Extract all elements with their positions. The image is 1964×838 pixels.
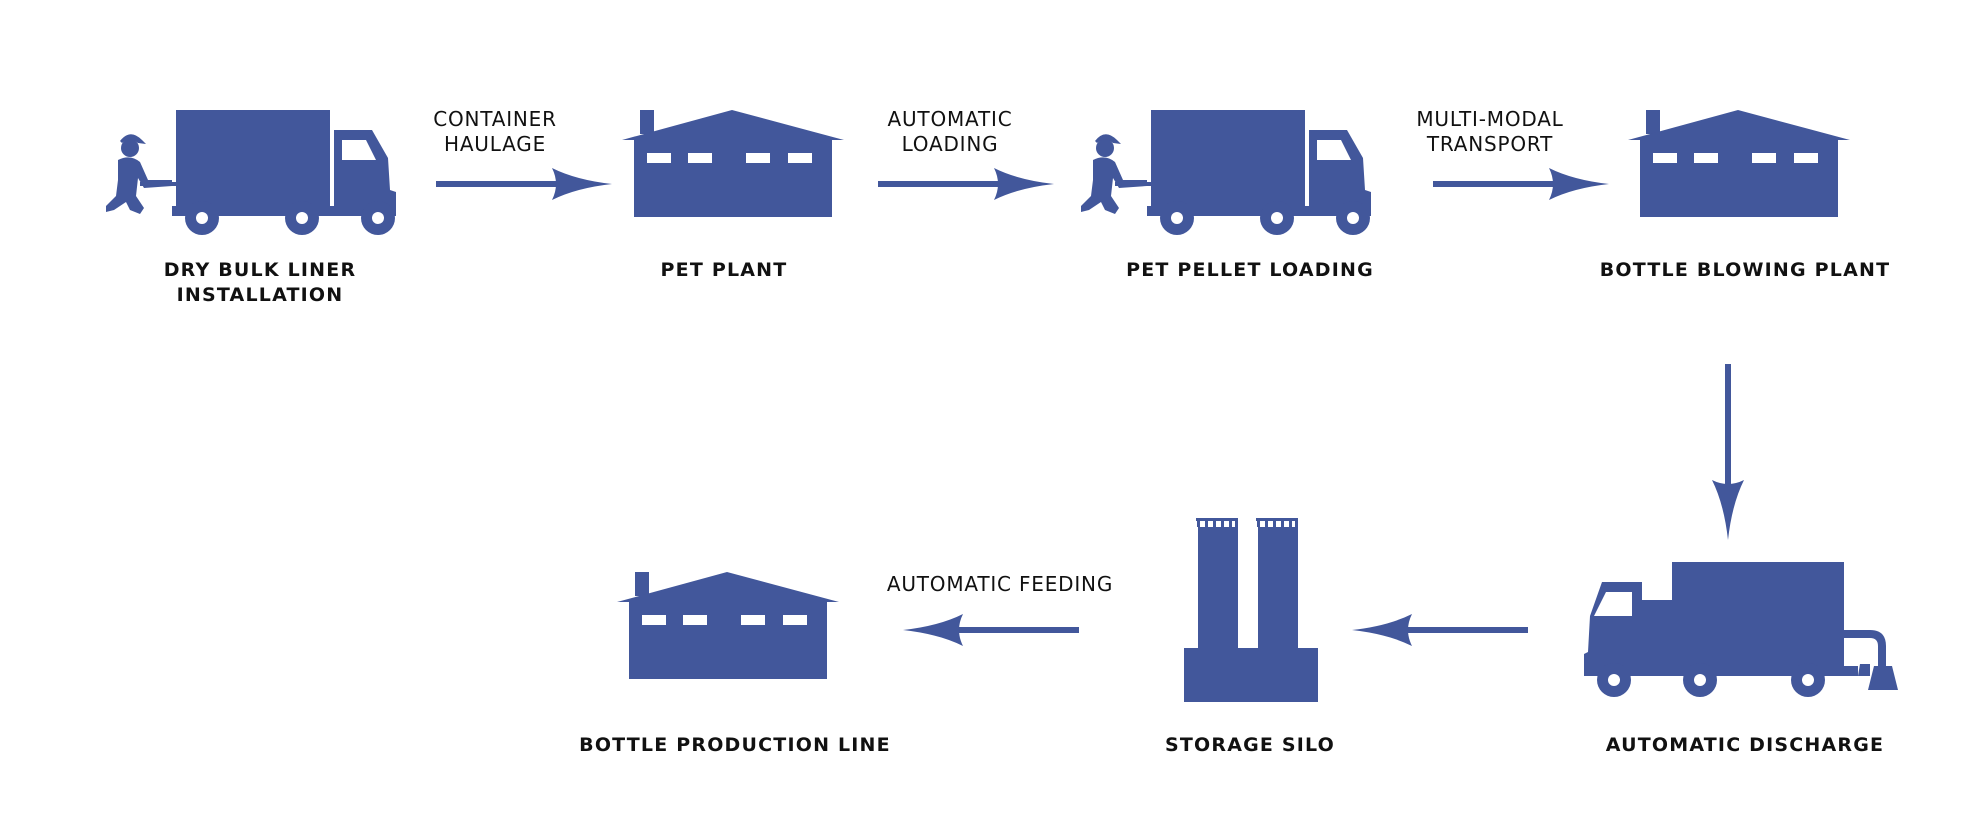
truck-with-vacuum-hose-icon (1582, 560, 1900, 698)
node-label-pet-plant: PET PLANT (660, 259, 788, 281)
node-label-pellet-loading: PET PELLET LOADING (1126, 259, 1374, 281)
edge-label-container-haulage: CONTAINER HAULAGE (433, 107, 557, 156)
arrow-right (436, 164, 612, 204)
arrow-right (1433, 164, 1609, 204)
edge-label-automatic-loading: AUTOMATIC LOADING (887, 107, 1013, 156)
node-label-auto-discharge: AUTOMATIC DISCHARGE (1605, 734, 1885, 756)
node-label-production-line: BOTTLE PRODUCTION LINE (579, 734, 891, 756)
factory-icon (617, 572, 839, 679)
edge-label-automatic-feeding: AUTOMATIC FEEDING (886, 572, 1114, 596)
arrow-left (903, 610, 1079, 650)
arrow-right (878, 164, 1054, 204)
node-label-blowing-plant: BOTTLE BLOWING PLANT (1599, 259, 1891, 281)
node-label-storage-silo: STORAGE SILO (1164, 734, 1336, 756)
arrow-left (1352, 610, 1528, 650)
truck-with-worker-icon (1075, 110, 1385, 235)
node-label-liner-install: DRY BULK LINER INSTALLATION (163, 259, 357, 306)
factory-icon (622, 110, 844, 217)
edge-label-multi-modal-transport: MULTI-MODAL TRANSPORT (1416, 107, 1564, 156)
factory-icon (1628, 110, 1850, 217)
silo-icon (1184, 514, 1318, 702)
truck-with-worker-icon (100, 110, 410, 235)
arrow-down (1708, 364, 1748, 540)
